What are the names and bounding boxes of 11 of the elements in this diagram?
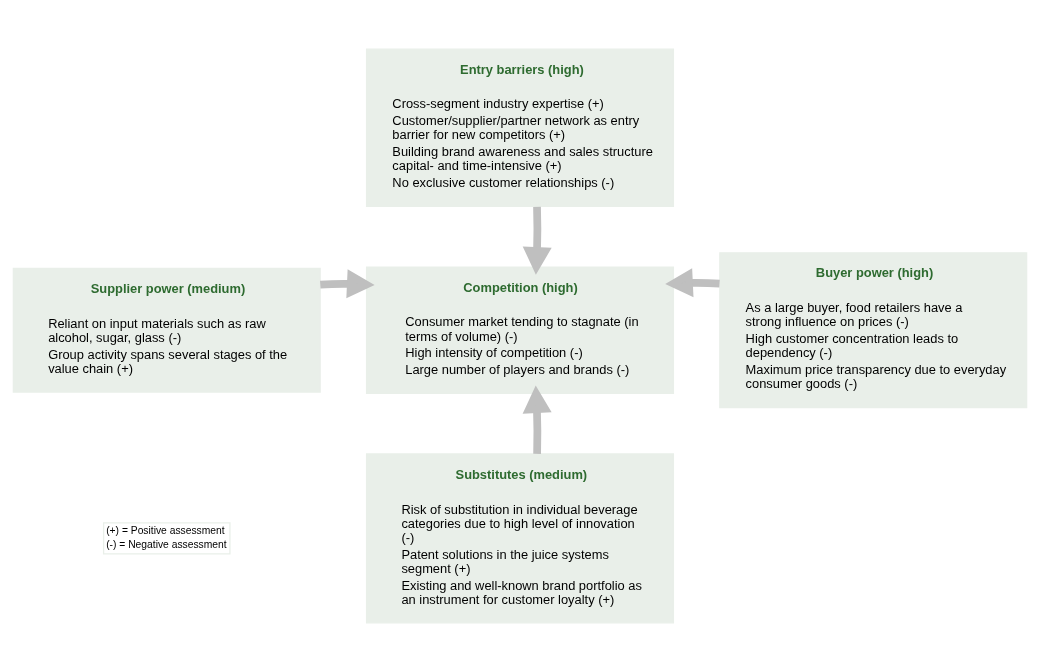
- label: (+) = Positive assessment: [106, 524, 225, 536]
- node-box: Buyer power (high) As a large buyer, food retailers have a strong influence on prices (-) High customer concentration leads to dependency (-) Maximum price transparency due to everyday consumer goods (-): [719, 252, 1028, 409]
- arrow: [320, 269, 375, 299]
- node-box: Competition (high) Consumer market tending to stagnate (in terms of volume) (-) High intensity of competition (-) Large number of players and brands (-): [365, 266, 675, 394]
- node-box: Substitutes (medium) Risk of substitution in individual beverage categories due to high level of innovation (-) Patent solutions in the juice systems segment (+) Existing and well-known brand portfolio as an instrument for customer loyalty (+): [365, 453, 675, 624]
- arrow: [522, 206, 552, 275]
- arrow: [665, 268, 720, 298]
- arrow: [522, 385, 552, 454]
- node-box: Supplier power (medium) Reliant on input materials such as raw alcohol, sugar, glass (-) Group activity spans several stages of the value chain (+): [12, 267, 321, 393]
- node-box: Entry barriers (high) Cross-segment industry expertise (+) Customer/supplier/partner network as entry barrier for new competitors (+) Building brand awareness and sales structure capital- and time-intensive (+) No exclusive customer relationships (-): [365, 48, 675, 208]
- label: (-) = Negative assessment: [106, 538, 227, 550]
